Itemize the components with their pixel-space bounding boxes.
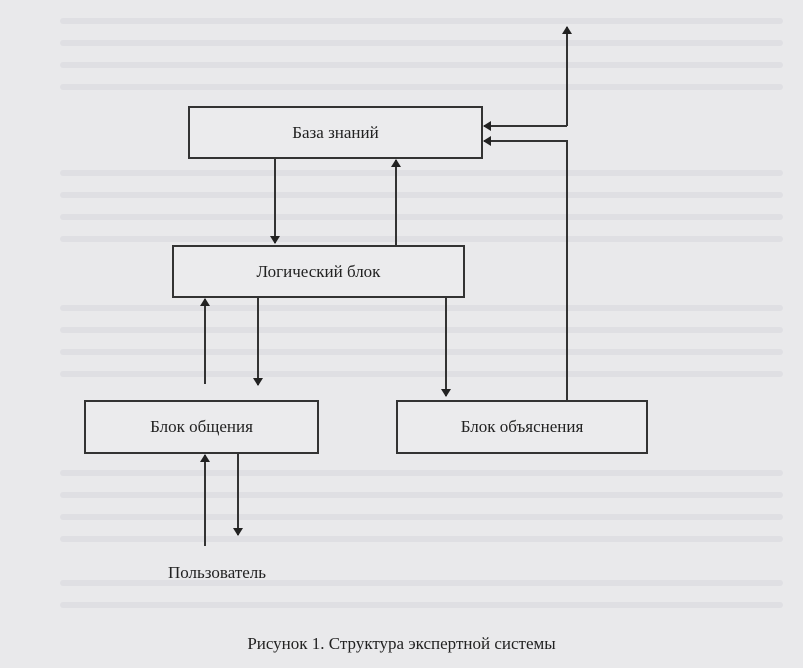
explanation-block-box: Блок объяснения [396, 400, 648, 454]
logic-block-box: Логический блок [172, 245, 465, 298]
user-label: Пользователь [168, 563, 267, 582]
explanation-block-label: Блок объяснения [460, 417, 584, 436]
communication-block-box: Блок общения [84, 400, 319, 454]
logic-block-label: Логический блок [256, 261, 381, 281]
knowledge-base-box: База знаний [188, 106, 483, 159]
knowledge-base-label: База знаний [292, 122, 379, 142]
communication-block-label: Блок общения [150, 417, 253, 436]
figure-caption: Рисунок 1. Структура экспертной системы [247, 634, 556, 653]
